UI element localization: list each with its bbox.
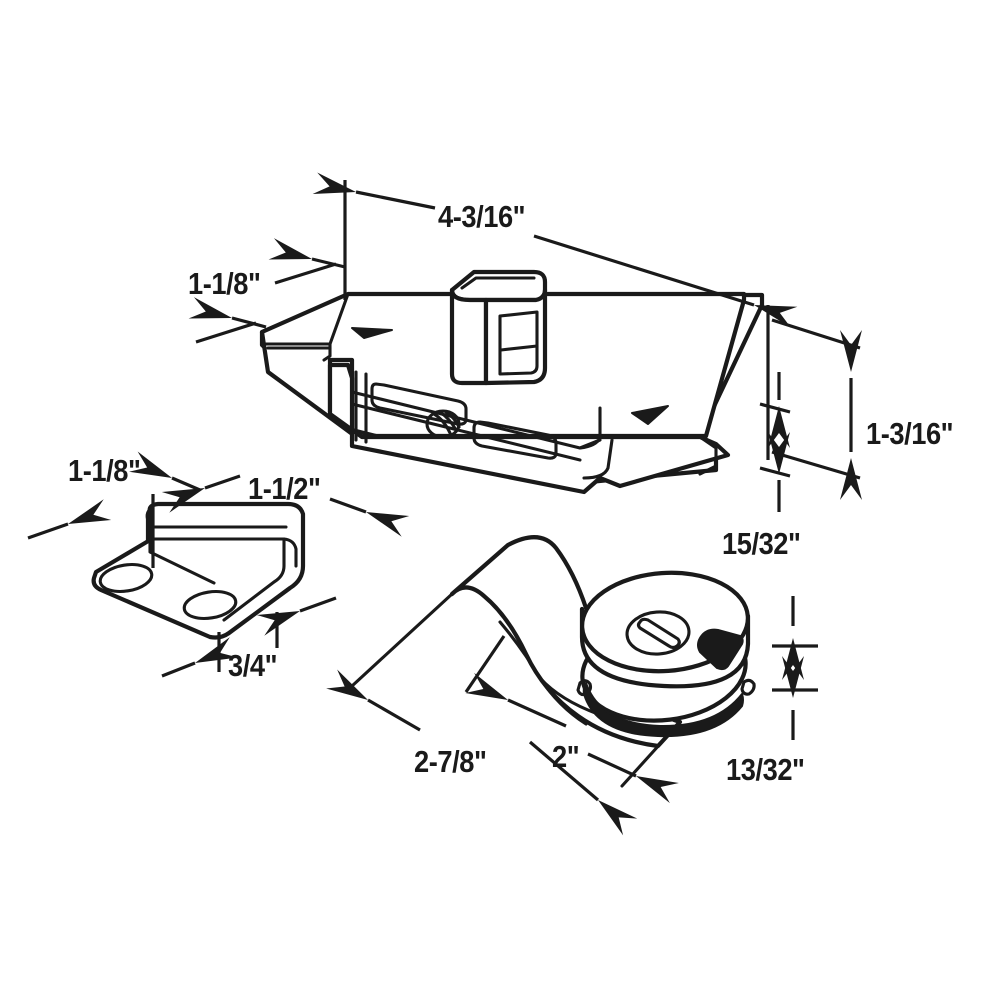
- bracket-fold-line-3: [222, 537, 286, 622]
- keeper-block-top-edge-inner: [460, 276, 536, 290]
- arrow-2in-upper: [465, 672, 513, 711]
- dim-keeper-width: 1-1/8": [188, 238, 346, 344]
- dim-bracket-depth: 3/4": [161, 596, 337, 683]
- dim-line-lower: [231, 316, 267, 329]
- keeper-dimple-left: [351, 327, 393, 339]
- arrow-top: [840, 330, 862, 372]
- keeper-block-left-face: [449, 287, 489, 386]
- dim-line-lead-upper: [274, 262, 337, 285]
- dim-bracket-width: 1-1/8": [27, 451, 201, 568]
- dim-line-a: [355, 190, 436, 210]
- dim-line-b: [533, 234, 755, 307]
- keeper-dimple-right: [631, 405, 669, 425]
- dim-line-lead-lower: [195, 321, 257, 344]
- dim-lock-plate-length: 2-7/8": [326, 669, 638, 836]
- keeper-hook-return: [578, 406, 602, 450]
- dim-lock-plate-width: 2": [464, 635, 679, 804]
- dim-label-bracket-width: 1-1/8": [68, 454, 140, 488]
- keeper-channel-outer: [327, 362, 731, 495]
- bracket-hole-2: [182, 589, 238, 621]
- ext-line-bottom: [771, 450, 861, 480]
- lock-side-pin-left: [576, 679, 593, 697]
- keeper-hook-tip: [582, 438, 614, 480]
- arrow-lip-up: [768, 432, 790, 474]
- bracket-body: [91, 501, 306, 640]
- dim-label-keeper-width: 1-1/8": [188, 267, 260, 301]
- lock-indicator-wedge: [697, 628, 744, 671]
- dim-bracket-length: 1-1/2": [161, 472, 410, 537]
- dim-line-upper: [311, 257, 346, 269]
- keeper-slot-right: [472, 420, 558, 460]
- keeper-channel-lip-2: [350, 402, 582, 462]
- dim-label-bracket-length: 1-1/2": [248, 472, 320, 506]
- arrow-upper: [268, 238, 315, 270]
- part-cam-lock: [350, 535, 756, 788]
- arrow-bracket-l-right: [362, 501, 410, 537]
- arrow-287-upper: [326, 669, 374, 710]
- dim-line-bracket-d-left: [161, 661, 196, 678]
- dim-line-bracket-w-bot: [27, 522, 69, 540]
- arrow-left: [312, 172, 359, 203]
- lock-side-pin-right: [740, 678, 756, 696]
- arrow-bracket-w-bot: [64, 499, 112, 535]
- keeper-block-recess: [498, 310, 539, 376]
- dim-label-keeper-lip: 15/32": [722, 527, 801, 561]
- part-keeper-rail-assembly: [259, 269, 765, 495]
- bracket-edge-inner: [148, 538, 216, 585]
- ext-line-lip-bottom: [759, 466, 791, 478]
- dim-line-2in-upper: [507, 698, 567, 728]
- ext-line-2in: [464, 635, 506, 693]
- lock-base-shadow: [582, 682, 744, 738]
- dim-keeper-height: 1-3/16": [771, 318, 954, 500]
- dim-line-287-upper: [367, 698, 421, 732]
- dim-label-bracket-depth: 3/4": [228, 649, 277, 683]
- part-strike-bracket: [91, 501, 306, 640]
- lock-screw-head: [625, 610, 691, 656]
- dim-label-keeper-height: 1-3/16": [866, 417, 953, 451]
- dim-label-lock-plate-width: 2": [552, 740, 579, 774]
- ext-line-lip-top: [759, 402, 791, 414]
- dim-lock-thickness: 13/32": [726, 596, 818, 787]
- dim-keeper-lip: 15/32": [722, 372, 801, 561]
- dim-label-lock-thickness: 13/32": [726, 753, 805, 787]
- arrow-2in-lower: [631, 765, 679, 804]
- dim-keeper-length: 4-3/16": [312, 172, 798, 460]
- dim-line-bracket-d-right: [299, 596, 337, 613]
- dim-line-bracket-l-left: [204, 474, 241, 490]
- dim-label-keeper-length: 4-3/16": [438, 200, 525, 234]
- dim-line-bracket-w-top: [171, 476, 201, 492]
- dim-line-2in-lower: [587, 752, 637, 778]
- dim-label-lock-plate-length: 2-7/8": [414, 745, 486, 779]
- dim-line-287-lower: [528, 740, 600, 802]
- keeper-screw-threads: [432, 410, 461, 435]
- lock-plate-outline-left: [350, 592, 454, 688]
- bracket-hole-1: [98, 562, 154, 594]
- lock-screw-slot: [636, 617, 681, 650]
- arrow-lower: [188, 297, 235, 329]
- lock-plate-seam: [538, 676, 600, 716]
- keeper-block-recess-line: [499, 344, 539, 352]
- keeper-right-endcap: [698, 435, 718, 476]
- dim-line-bracket-l-right: [329, 497, 367, 514]
